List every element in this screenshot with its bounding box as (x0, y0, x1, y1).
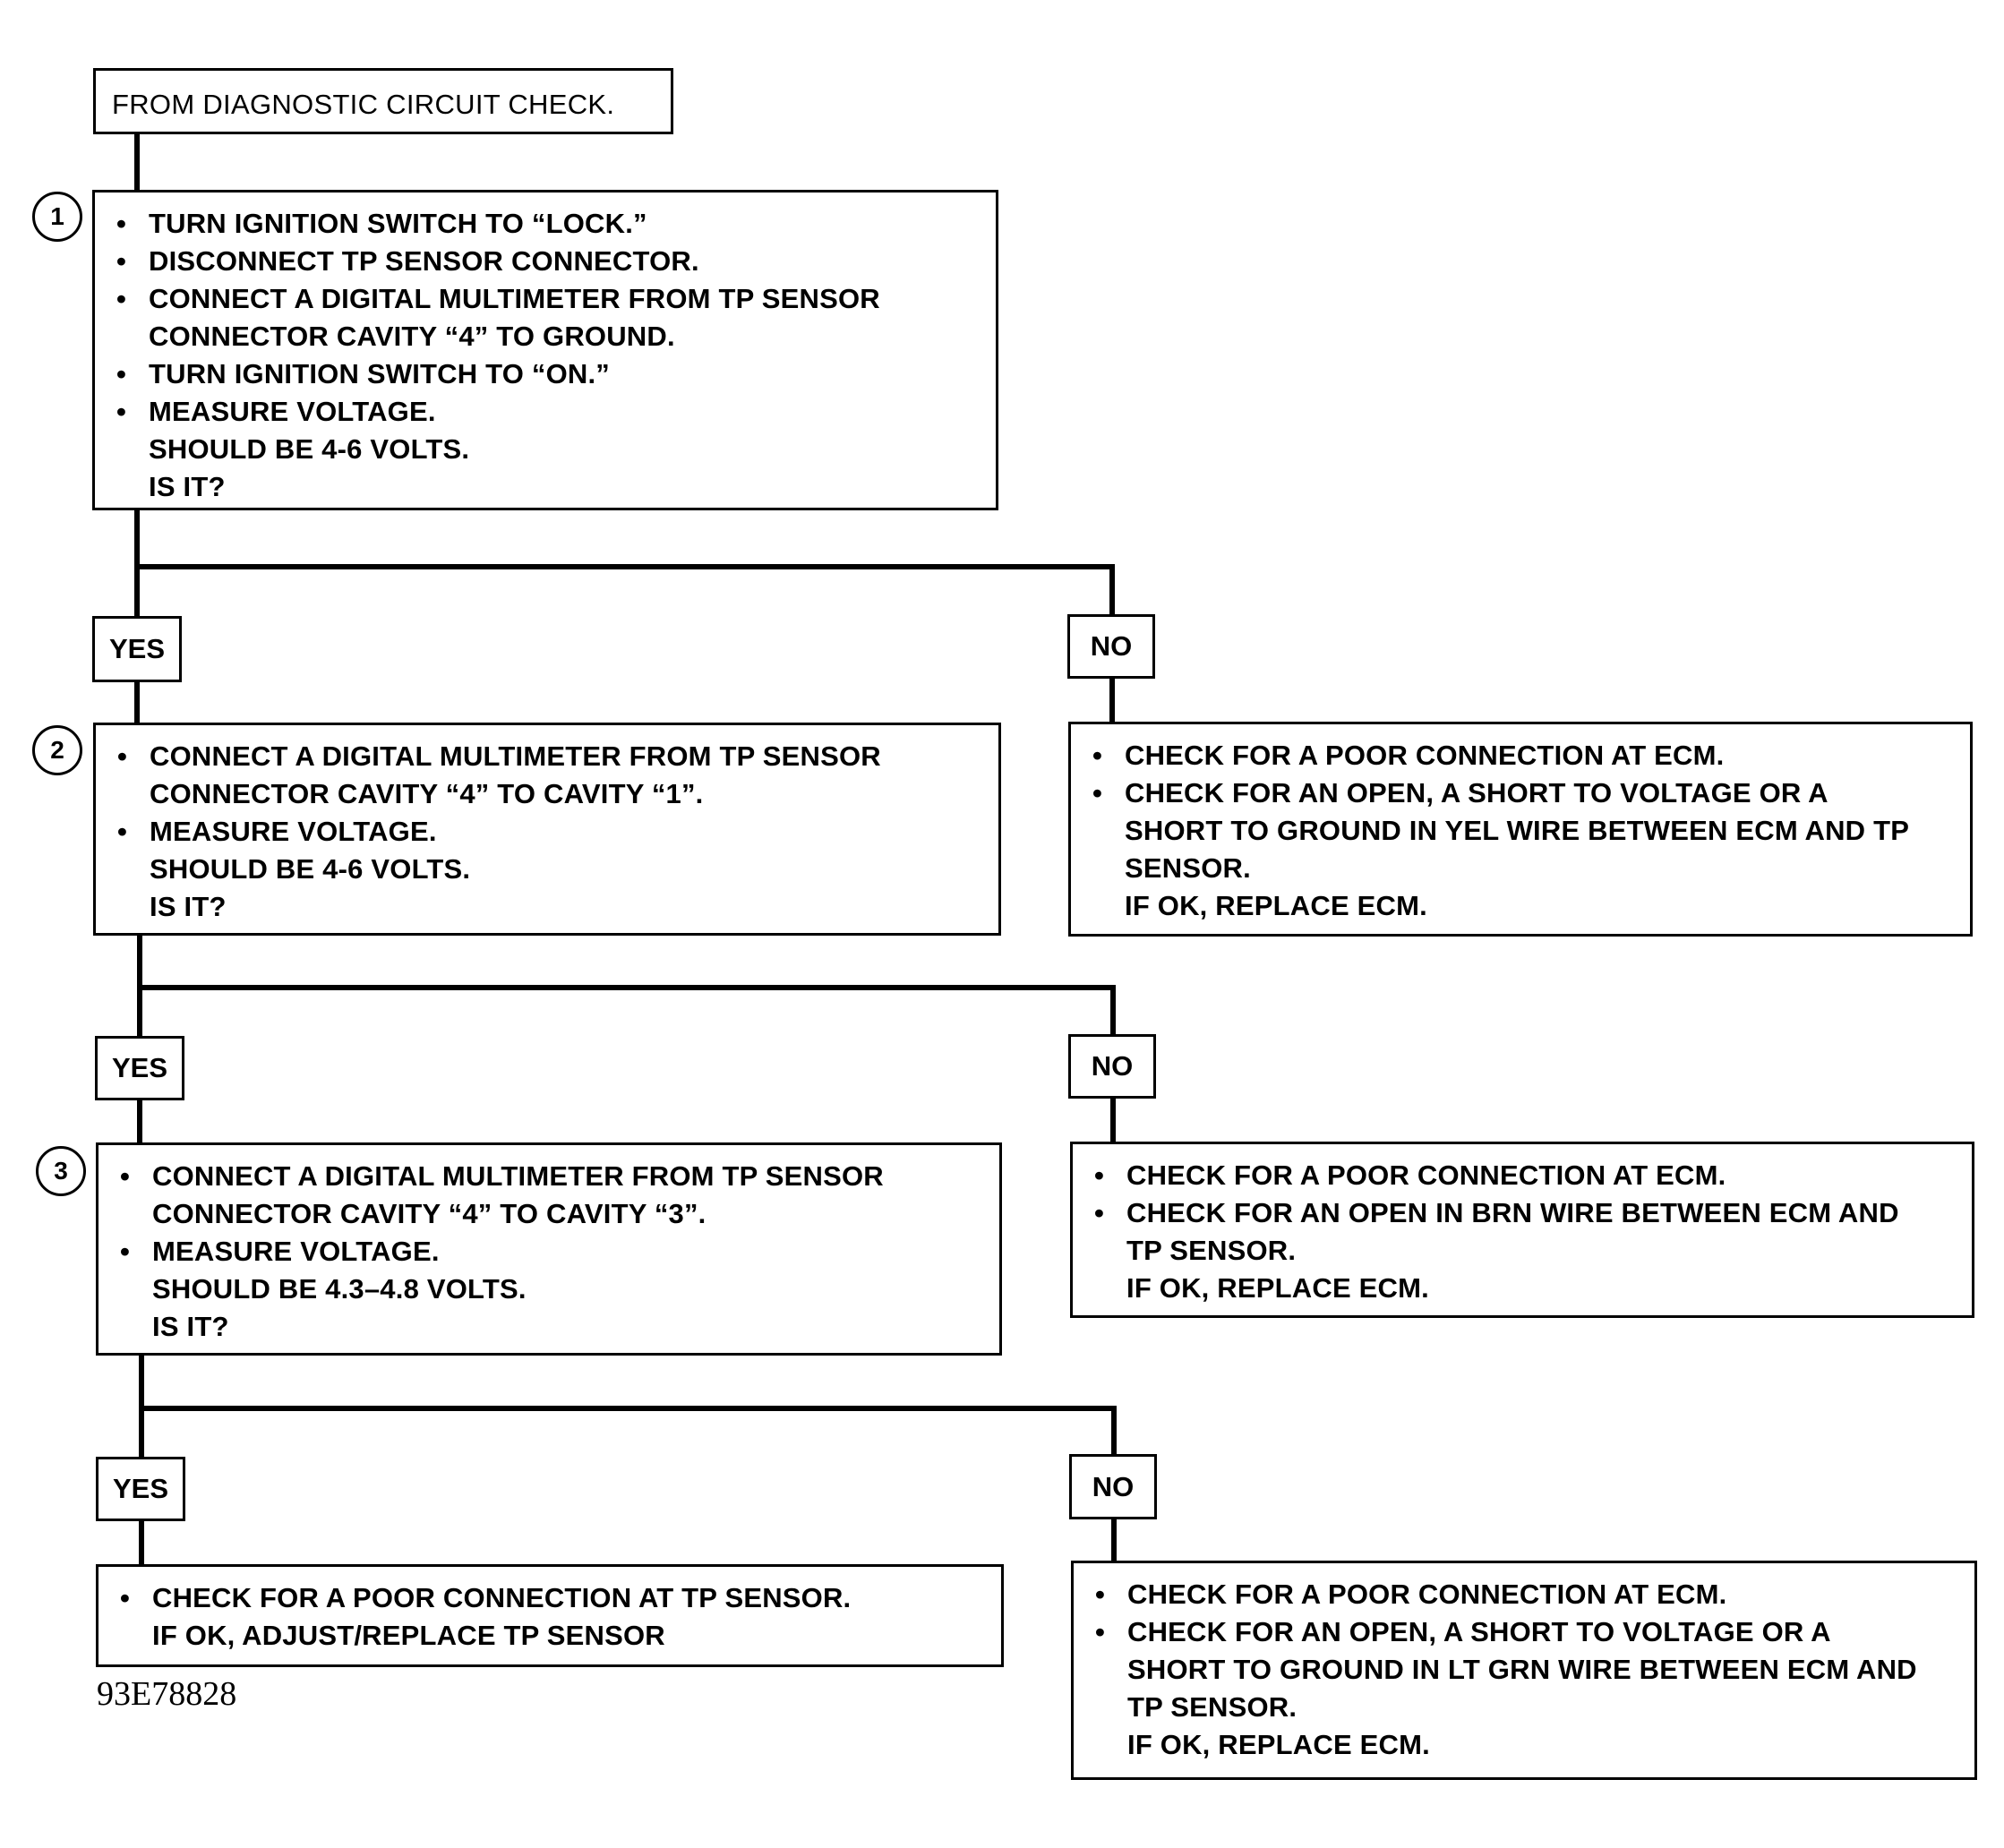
yes-label-3: YES (96, 1457, 185, 1521)
connector-line (1110, 985, 1116, 1039)
list-item: •CHECK FOR AN OPEN, A SHORT TO VOLTAGE O… (1095, 1613, 1965, 1764)
step-list-1: •TURN IGNITION SWITCH TO “LOCK.” •DISCON… (95, 192, 996, 518)
start-box: FROM DIAGNOSTIC CIRCUIT CHECK. (93, 68, 673, 134)
list-item: •MEASURE VOLTAGE. SHOULD BE 4-6 VOLTS. I… (117, 813, 989, 926)
bullet: • (120, 1582, 131, 1613)
connector-line (1109, 564, 1115, 620)
list-item: •CONNECT A DIGITAL MULTIMETER FROM TP SE… (120, 1158, 990, 1233)
list-item: •MEASURE VOLTAGE. SHOULD BE 4-6 VOLTS. I… (116, 393, 987, 506)
no-result-box-2: •CHECK FOR A POOR CONNECTION AT ECM. •CH… (1070, 1142, 1974, 1318)
yes-label-1: YES (92, 616, 182, 682)
list-item: •CONNECT A DIGITAL MULTIMETER FROM TP SE… (117, 738, 989, 813)
bullet: • (116, 245, 127, 277)
connector-line (1111, 1518, 1117, 1562)
step-list-2: •CONNECT A DIGITAL MULTIMETER FROM TP SE… (96, 725, 998, 938)
bullet: • (1094, 1197, 1105, 1228)
no-result-box-1: •CHECK FOR A POOR CONNECTION AT ECM. •CH… (1068, 722, 1973, 937)
list-item: •CHECK FOR A POOR CONNECTION AT TP SENSO… (120, 1579, 992, 1655)
bullet: • (116, 358, 127, 389)
list-item: •CHECK FOR AN OPEN IN BRN WIRE BETWEEN E… (1094, 1194, 1963, 1307)
list-item: •CHECK FOR A POOR CONNECTION AT ECM. (1094, 1157, 1963, 1194)
connector-line (1109, 676, 1115, 725)
bullet: • (116, 208, 127, 239)
list-item: •CHECK FOR A POOR CONNECTION AT ECM. (1095, 1576, 1965, 1613)
connector-line (137, 1099, 142, 1143)
step-list-3: •CONNECT A DIGITAL MULTIMETER FROM TP SE… (98, 1145, 999, 1358)
yes-label-2: YES (95, 1036, 184, 1100)
bullet: • (116, 283, 127, 314)
list-item: •CHECK FOR A POOR CONNECTION AT ECM. (1092, 737, 1961, 774)
connector-line (134, 564, 1115, 569)
step-number-3: 3 (36, 1146, 86, 1196)
figure-code: 93E78828 (97, 1675, 237, 1713)
no-result-box-3: •CHECK FOR A POOR CONNECTION AT ECM. •CH… (1071, 1561, 1977, 1780)
bullet: • (1095, 1616, 1106, 1647)
bullet: • (120, 1236, 131, 1267)
no-result-list-2: •CHECK FOR A POOR CONNECTION AT ECM. •CH… (1073, 1144, 1972, 1320)
bullet: • (117, 816, 128, 847)
connector-line (137, 985, 1116, 990)
step-box-3: •CONNECT A DIGITAL MULTIMETER FROM TP SE… (96, 1142, 1002, 1356)
list-item: •CONNECT A DIGITAL MULTIMETER FROM TP SE… (116, 280, 987, 355)
bullet: • (120, 1160, 131, 1192)
no-result-list-3: •CHECK FOR A POOR CONNECTION AT ECM. •CH… (1074, 1563, 1974, 1776)
no-label-1: NO (1067, 614, 1155, 679)
yes-result-list: •CHECK FOR A POOR CONNECTION AT TP SENSO… (98, 1567, 1001, 1667)
bullet: • (1092, 740, 1103, 771)
start-label: FROM DIAGNOSTIC CIRCUIT CHECK. (112, 89, 615, 120)
bullet: • (117, 740, 128, 772)
step-number-1: 1 (32, 192, 82, 242)
connector-line (134, 680, 140, 725)
list-item: •DISCONNECT TP SENSOR CONNECTOR. (116, 243, 987, 280)
connector-line (1110, 1097, 1116, 1143)
list-item: •TURN IGNITION SWITCH TO “ON.” (116, 355, 987, 393)
list-item: •TURN IGNITION SWITCH TO “LOCK.” (116, 205, 987, 243)
list-item: •MEASURE VOLTAGE. SHOULD BE 4.3–4.8 VOLT… (120, 1233, 990, 1346)
no-result-list-1: •CHECK FOR A POOR CONNECTION AT ECM. •CH… (1071, 724, 1970, 937)
list-item: •CHECK FOR AN OPEN, A SHORT TO VOLTAGE O… (1092, 774, 1961, 925)
connector-line (1111, 1406, 1117, 1459)
bullet: • (1094, 1159, 1105, 1191)
bullet: • (1092, 777, 1103, 808)
bullet: • (1095, 1578, 1106, 1610)
step-box-2: •CONNECT A DIGITAL MULTIMETER FROM TP SE… (93, 723, 1001, 936)
connector-line (139, 1518, 144, 1567)
step-box-1: •TURN IGNITION SWITCH TO “LOCK.” •DISCON… (92, 190, 998, 510)
yes-result-box: •CHECK FOR A POOR CONNECTION AT TP SENSO… (96, 1564, 1004, 1667)
connector-line (134, 134, 140, 192)
no-label-2: NO (1068, 1034, 1156, 1099)
connector-line (139, 1406, 1117, 1411)
no-label-3: NO (1069, 1454, 1157, 1519)
bullet: • (116, 396, 127, 427)
step-number-2: 2 (32, 725, 82, 775)
